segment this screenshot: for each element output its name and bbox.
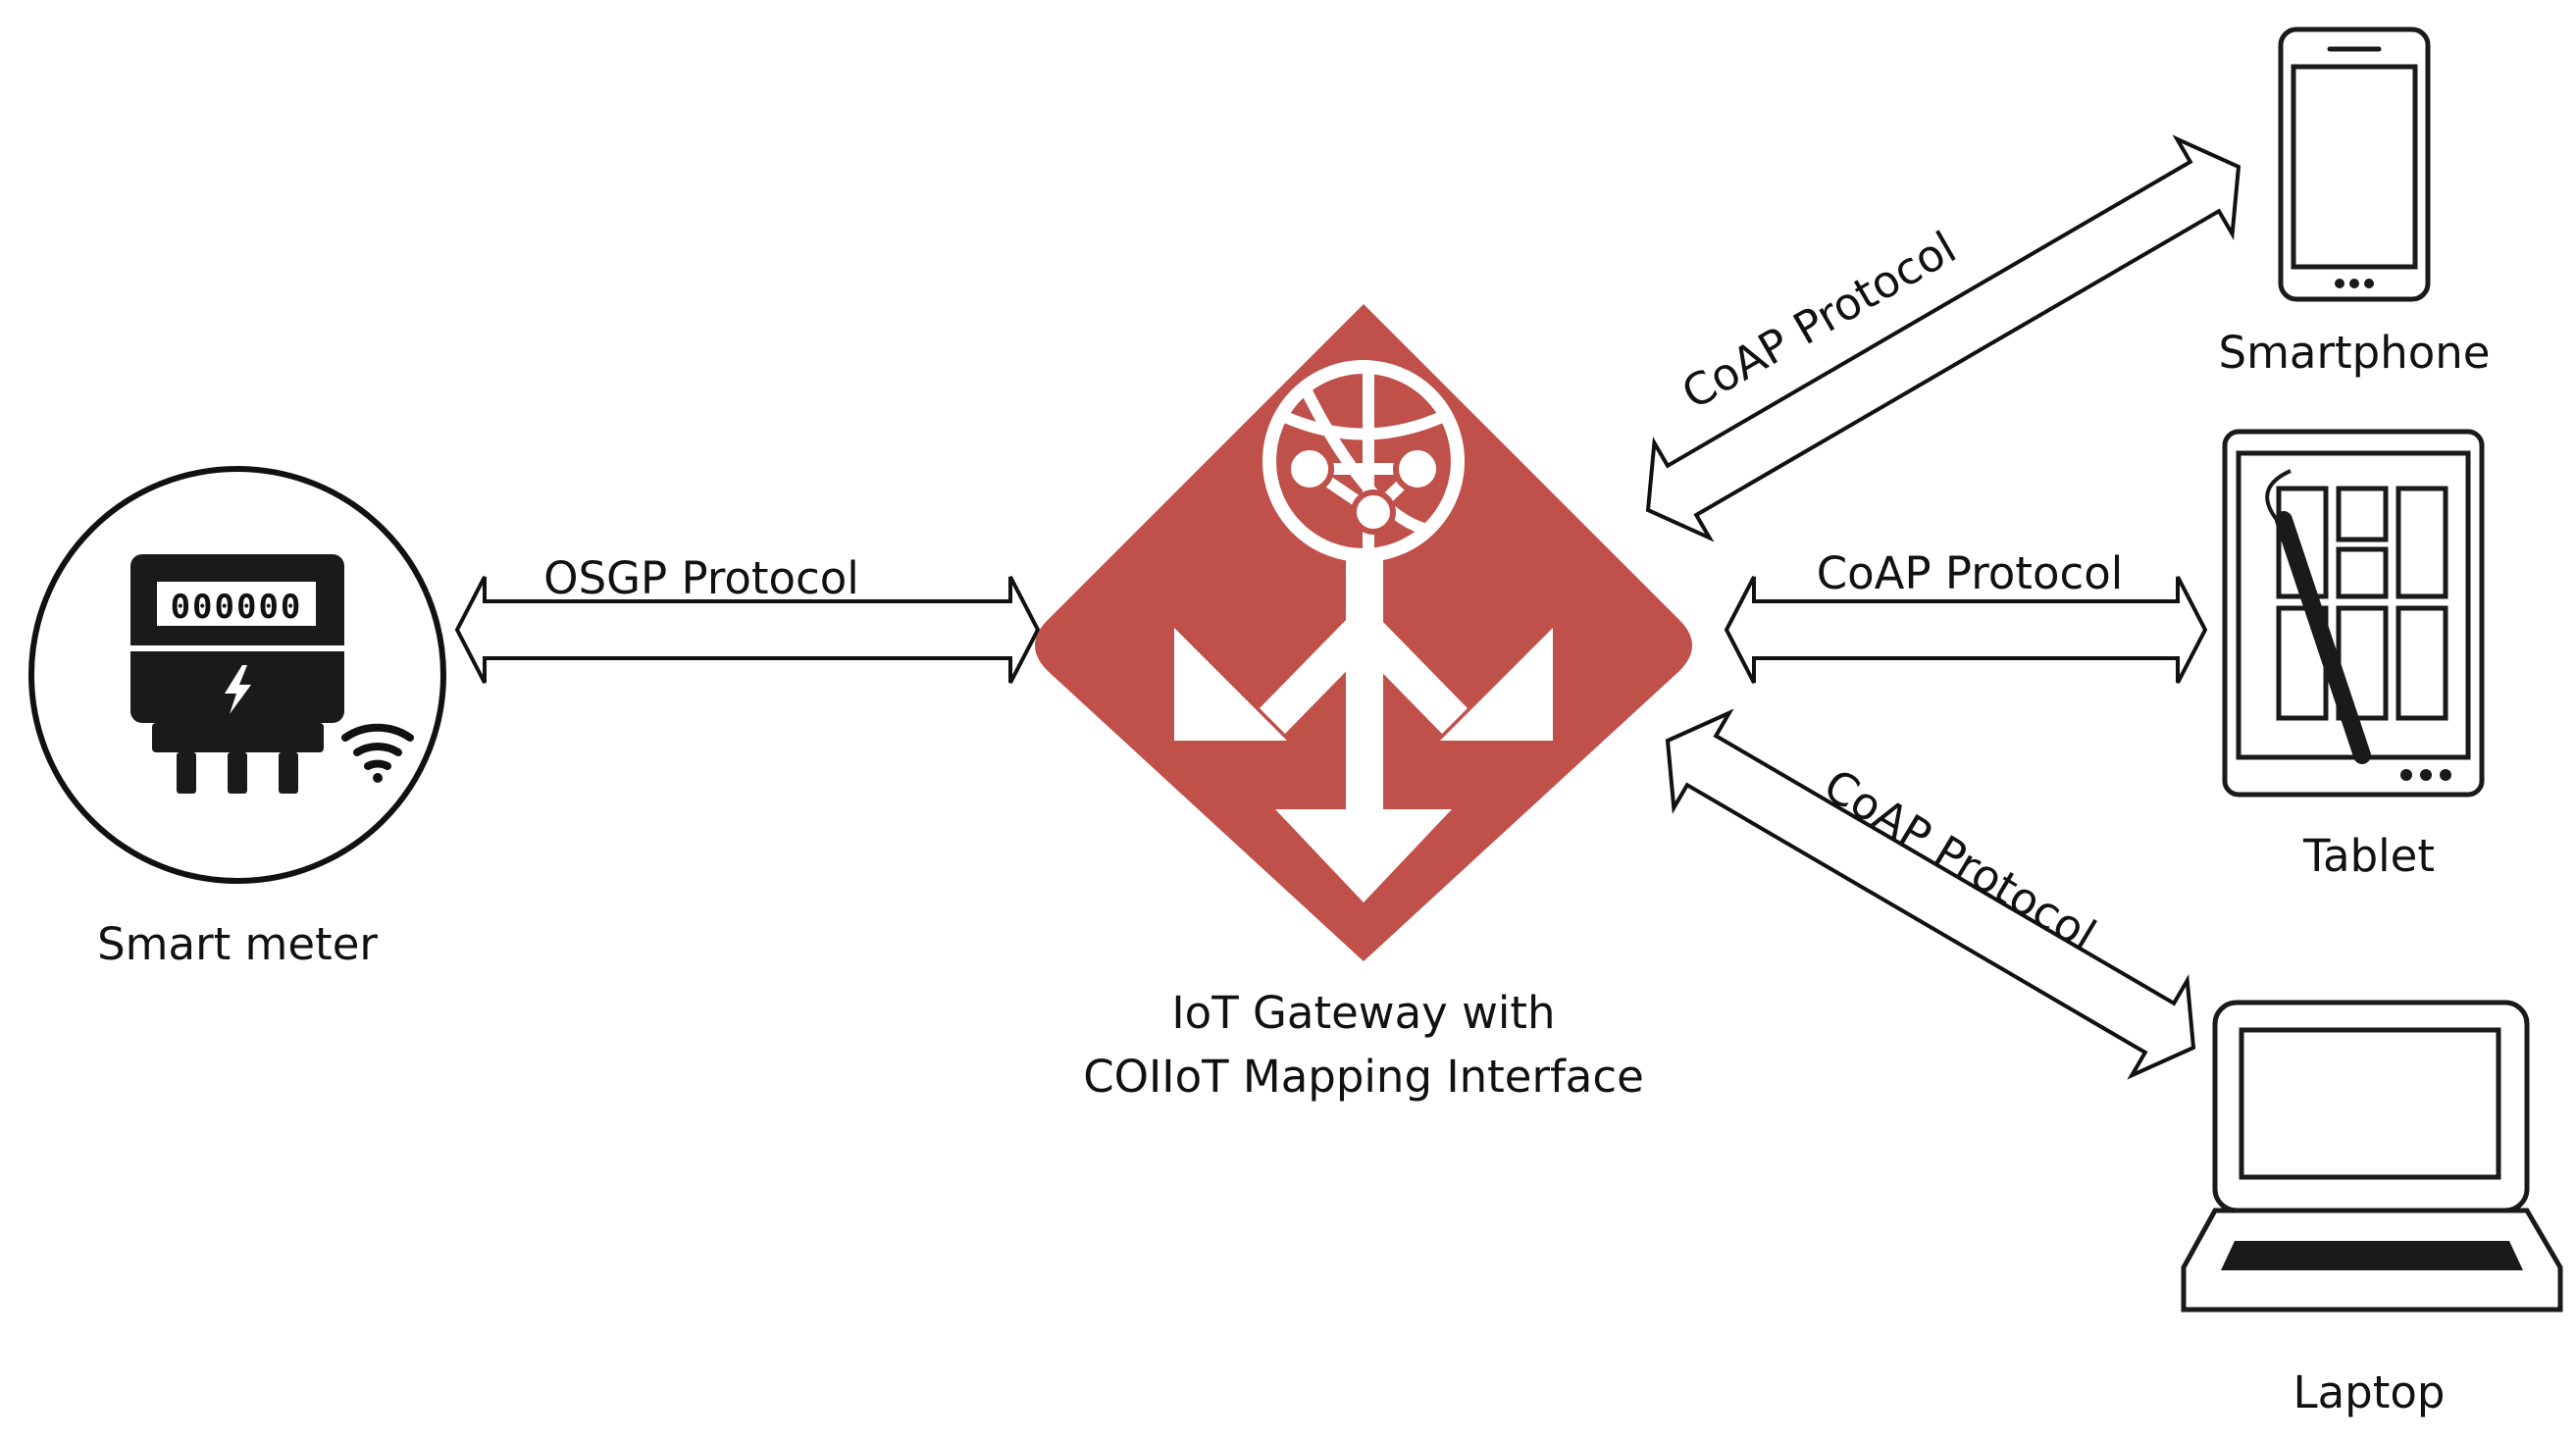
smartphone-label: Smartphone	[2219, 327, 2491, 379]
gateway-label-line1: IoT Gateway with	[1171, 987, 1555, 1039]
smartphone-icon	[2278, 26, 2431, 302]
tablet-node: Tablet	[2222, 429, 2485, 882]
coap-smartphone-double-arrow	[1645, 134, 2241, 542]
globe-network-icon	[1262, 360, 1465, 562]
laptop-node: Laptop	[2181, 1000, 2563, 1418]
coap-tablet-double-arrow	[1724, 576, 2208, 684]
laptop-icon	[2181, 1000, 2563, 1313]
coap-laptop-double-arrow	[1665, 708, 2196, 1080]
osgp-protocol-label: OSGP Protocol	[543, 552, 859, 604]
lightning-bolt-icon	[225, 665, 251, 714]
smart-meter-node: 000000 Smart meter	[28, 466, 446, 970]
stylus-icon	[2265, 469, 2371, 764]
coap-tablet-label: CoAP Protocol	[1817, 547, 2124, 599]
split-arrows-icon	[1174, 559, 1553, 902]
meter-display-digits: 000000	[171, 588, 303, 627]
wifi-icon	[341, 723, 414, 783]
tablet-icon	[2222, 429, 2485, 798]
smart-meter-label: Smart meter	[97, 918, 378, 970]
gateway-label-line2: COIIoT Mapping Interface	[1083, 1051, 1644, 1103]
osgp-double-arrow	[454, 576, 1041, 684]
iot-gateway-node: IoT Gateway with COIIoT Mapping Interfac…	[1035, 304, 1692, 1103]
laptop-label: Laptop	[2293, 1366, 2446, 1418]
smartphone-node: Smartphone	[2219, 26, 2491, 379]
tablet-label: Tablet	[2302, 830, 2435, 882]
smart-meter-icon: 000000	[130, 554, 344, 794]
